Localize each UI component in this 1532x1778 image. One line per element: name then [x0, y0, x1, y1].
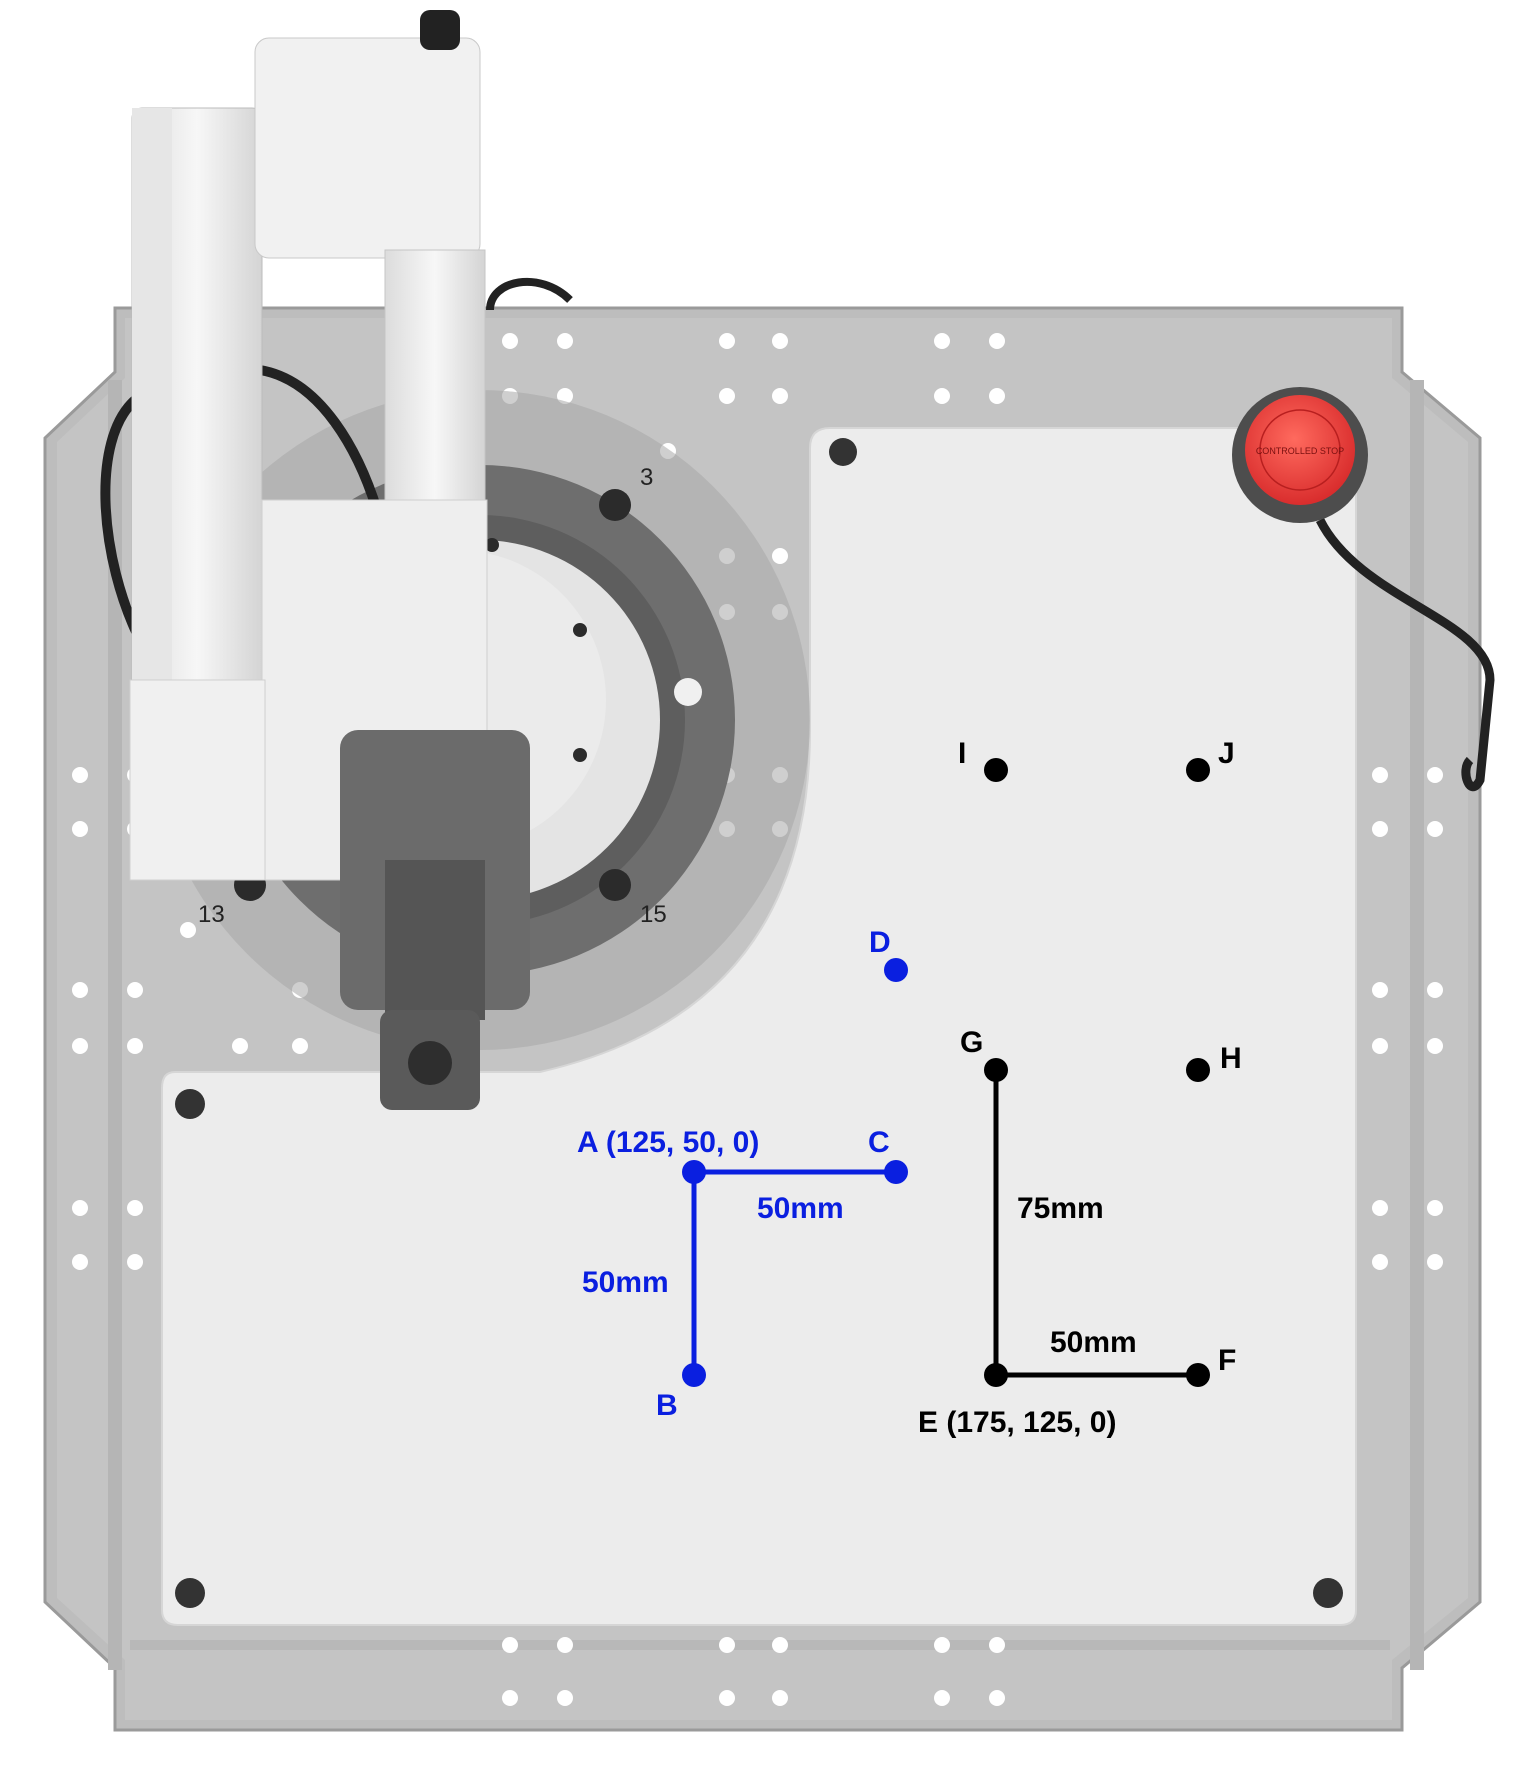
mounting-hole [989, 1690, 1005, 1706]
mounting-hole [934, 1690, 950, 1706]
mounting-hole [719, 1637, 735, 1653]
estop-label: CONTROLLED STOP [1256, 446, 1344, 456]
robot-arm [100, 10, 573, 1110]
mounting-hole [72, 982, 88, 998]
point-g-label: G [960, 1026, 983, 1059]
mounting-hole [557, 388, 573, 404]
mounting-hole [72, 1038, 88, 1054]
point-d-marker [884, 958, 908, 982]
mounting-hole [557, 1637, 573, 1653]
mounting-hole [719, 333, 735, 349]
mounting-hole [1372, 767, 1388, 783]
mounting-hole [127, 982, 143, 998]
mounting-hole [772, 388, 788, 404]
point-e-marker [984, 1363, 1008, 1387]
point-g-marker [984, 1058, 1008, 1082]
dim-ef-label: 50mm [1050, 1326, 1137, 1359]
mounting-hole [72, 1254, 88, 1270]
mounting-hole [1427, 982, 1443, 998]
point-i-label: I [958, 737, 966, 770]
point-a-marker [682, 1160, 706, 1184]
mounting-hole [772, 333, 788, 349]
mounting-hole [72, 1200, 88, 1216]
mounting-hole [292, 1038, 308, 1054]
mounting-hole [72, 767, 88, 783]
mounting-hole [772, 1690, 788, 1706]
mounting-hole [1427, 821, 1443, 837]
mounting-hole [989, 333, 1005, 349]
mounting-hole [232, 1038, 248, 1054]
mounting-hole [1372, 1254, 1388, 1270]
mounting-hole [934, 333, 950, 349]
mounting-hole [1427, 1254, 1443, 1270]
mounting-hole [502, 1637, 518, 1653]
mounting-hole [934, 388, 950, 404]
mounting-hole [989, 388, 1005, 404]
dimension-labels: 50mm 50mm 75mm 50mm [582, 1192, 1137, 1359]
work-surface [161, 427, 1357, 1626]
point-j-marker [1186, 758, 1210, 782]
mounting-hole [719, 1690, 735, 1706]
mounting-hole [1372, 821, 1388, 837]
black-dimension-lines [993, 1070, 1198, 1378]
point-a-label: A (125, 50, 0) [577, 1126, 759, 1159]
point-c-marker [884, 1160, 908, 1184]
point-h-label: H [1220, 1042, 1242, 1075]
point-b-label: B [656, 1389, 678, 1422]
mounting-hole [1372, 982, 1388, 998]
point-j-label: J [1218, 737, 1235, 770]
mounting-hole [1372, 1200, 1388, 1216]
point-d-label: D [869, 926, 891, 959]
blue-dimension-lines [691, 1169, 896, 1375]
ring-number-15: 15 [640, 901, 667, 928]
mounting-hole [772, 1637, 788, 1653]
point-h-marker [1186, 1058, 1210, 1082]
point-labels: A (125, 50, 0) B C D E (175, 125, 0) F G… [577, 737, 1242, 1439]
mounting-hole [934, 1637, 950, 1653]
mounting-hole [557, 1690, 573, 1706]
mounting-hole [989, 1637, 1005, 1653]
ring-number-3: 3 [640, 464, 653, 491]
point-i-marker [984, 758, 1008, 782]
emergency-stop-button[interactable]: CONTROLLED STOP [1232, 387, 1495, 792]
mounting-hole [72, 821, 88, 837]
dim-ac-label: 50mm [757, 1192, 844, 1225]
point-f-marker [1186, 1363, 1210, 1387]
mounting-hole [772, 548, 788, 564]
mounting-hole [1427, 767, 1443, 783]
point-c-label: C [868, 1126, 890, 1159]
point-markers [682, 758, 1210, 1387]
mounting-hole [127, 1038, 143, 1054]
point-b-marker [682, 1363, 706, 1387]
mounting-hole [127, 1200, 143, 1216]
mounting-hole [1427, 1200, 1443, 1216]
mounting-hole [1427, 1038, 1443, 1054]
point-e-label: E (175, 125, 0) [918, 1406, 1116, 1439]
mounting-hole [719, 388, 735, 404]
dim-eg-label: 75mm [1017, 1192, 1104, 1225]
dim-ab-label: 50mm [582, 1266, 669, 1299]
mounting-hole [180, 922, 196, 938]
point-f-label: F [1218, 1344, 1236, 1377]
mounting-hole [1372, 1038, 1388, 1054]
mounting-hole [557, 333, 573, 349]
mounting-hole [502, 333, 518, 349]
ring-number-13: 13 [198, 901, 225, 928]
mounting-hole [502, 1690, 518, 1706]
mounting-hole [127, 1254, 143, 1270]
